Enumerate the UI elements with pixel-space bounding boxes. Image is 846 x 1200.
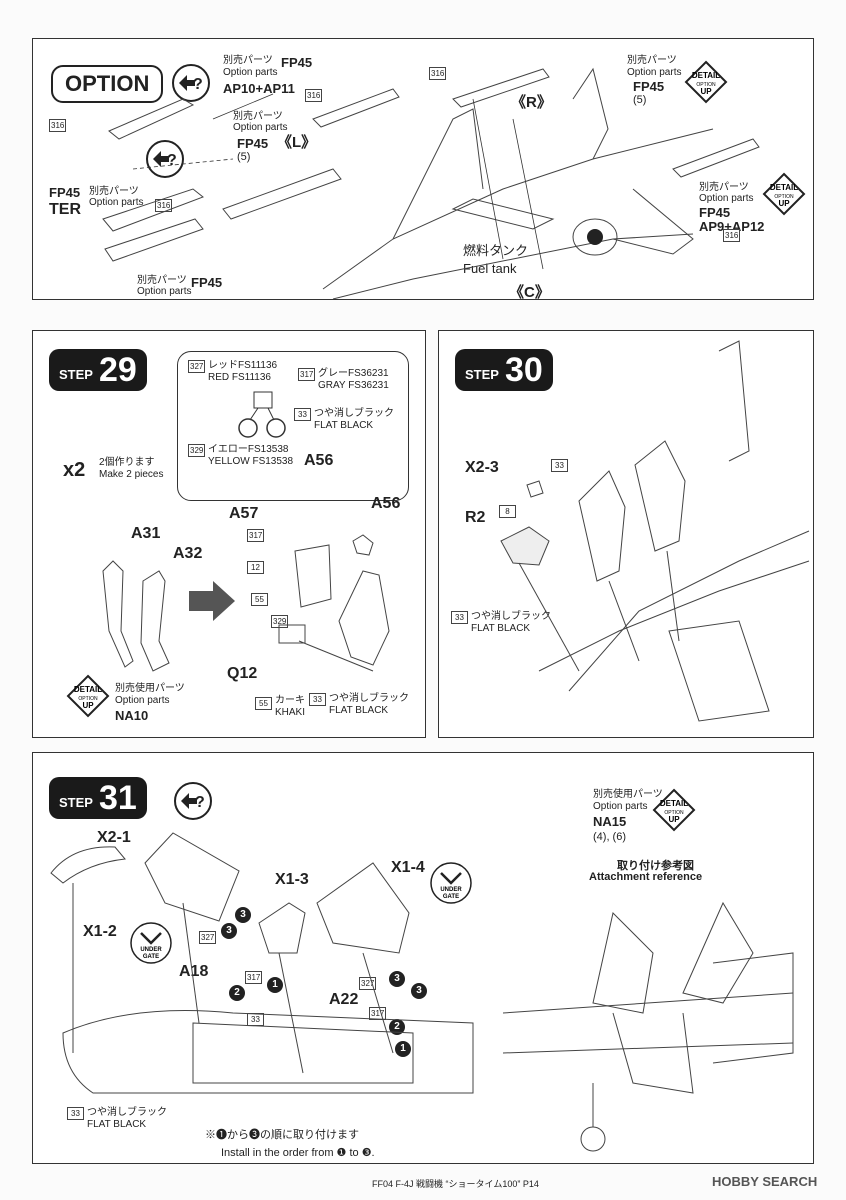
step29-label: STEP 29 (49, 349, 147, 391)
detail-option-up-badge: DETAIL OPTION UP (66, 674, 110, 718)
right-arrow-icon (189, 581, 235, 621)
color-callout: 327 レッドFS11136 RED FS11136 317 グレーFS3623… (177, 351, 409, 501)
part-a57: A57 (229, 505, 259, 522)
under-gate-icon: UNDER GATE (130, 922, 172, 964)
ter-sub: TER (49, 201, 81, 218)
step30-label: STEP 30 (455, 349, 553, 391)
part-a56: A56 (371, 495, 401, 512)
ref-top-jp: 別売パーツ (223, 55, 273, 66)
ref-top-code: FP45 (281, 55, 313, 70)
footer-watermark: HOBBY SEARCH (712, 1174, 818, 1189)
ref-left-code: FP45 (237, 136, 269, 151)
code-316: 316 (723, 229, 741, 242)
ref-top-parts: AP10+AP11 (223, 81, 295, 96)
svg-text:UP: UP (668, 815, 680, 824)
ter-jp: 別売パーツ (89, 186, 139, 197)
step31-label: STEP 31 (49, 777, 147, 819)
svg-text:UNDER: UNDER (140, 947, 162, 953)
canopy-assembly-drawing (50, 832, 474, 1094)
svg-text:UNDER: UNDER (440, 887, 462, 893)
part-a32: A32 (173, 545, 203, 562)
svg-text:OPTION: OPTION (78, 696, 98, 702)
svg-text:OPTION: OPTION (696, 82, 716, 88)
step30-panel: STEP 30 X2-3 R2 33 8 33 つや消しブラック FLAT BL… (438, 330, 814, 738)
svg-text:UP: UP (778, 199, 790, 208)
svg-text:OPTION: OPTION (664, 810, 684, 816)
detail-option-up-badge: DETAIL OPTION UP (762, 172, 806, 216)
svg-text:GATE: GATE (443, 894, 459, 900)
ref-rt-jp: 別売パーツ (627, 55, 677, 66)
footer-text: FF04 F-4J 戦闘機 “ショータイム100” P14 (372, 1179, 539, 1189)
ref-right-side: 《R》 (511, 94, 552, 111)
ref-right-jp: 別売パーツ (699, 182, 749, 193)
part-q12: Q12 (227, 665, 258, 682)
ref-left-qty: (5) (237, 151, 251, 163)
ref-bot-en: Option parts (137, 286, 192, 297)
svg-text:?: ? (167, 152, 177, 169)
code-316: 316 (305, 89, 323, 102)
under-gate-icon: UNDER GATE (430, 862, 472, 904)
ref-rt-en: Option parts (627, 67, 682, 78)
ref-right-code: FP45 (699, 205, 731, 220)
code-316: 316 (49, 119, 67, 132)
svg-text:OPTION: OPTION (774, 194, 794, 200)
ref-top-en: Option parts (223, 67, 278, 78)
detail-option-up-badge: DETAIL OPTION UP (652, 788, 696, 832)
part-a31: A31 (131, 525, 161, 542)
f4-aircraft-drawing (102, 67, 760, 299)
question-arrows-icon: ? (172, 64, 210, 102)
option-badge: OPTION (51, 65, 164, 103)
step31-panel: STEP 31 ? X2-1 X1-2 X1-3 X1-4 A18 A22 32… (32, 752, 814, 1164)
detail-option-up-badge: DETAIL OPTION UP (684, 60, 728, 104)
svg-text:?: ? (193, 76, 203, 93)
question-arrows-icon: ? (174, 782, 212, 820)
ref-left-en: Option parts (233, 122, 288, 133)
svg-text:DETAIL: DETAIL (692, 71, 720, 80)
make-en: Make 2 pieces (99, 469, 164, 480)
svg-text:DETAIL: DETAIL (74, 685, 102, 694)
fuel-tank-jp: 燃料タンク (463, 243, 529, 258)
ref-bot-jp: 別売パーツ (137, 275, 187, 286)
ter-en: Option parts (89, 197, 144, 208)
fuel-tank-en: Fuel tank (463, 261, 517, 276)
ref-right-en: Option parts (699, 193, 754, 204)
x2-mark: x2 (63, 459, 86, 481)
ref-left-side: 《L》 (277, 134, 317, 151)
make-jp: 2個作ります (99, 457, 155, 468)
cockpit-drawing (500, 340, 810, 722)
code-92: 92 (103, 299, 120, 300)
seat-parts-drawing (102, 534, 390, 672)
svg-text:DETAIL: DETAIL (660, 799, 688, 808)
svg-text:GATE: GATE (143, 954, 159, 960)
code-316: 316 (429, 67, 447, 80)
attachment-reference-drawing (502, 901, 794, 1152)
svg-text:UP: UP (700, 87, 712, 96)
ref-left-jp: 別売パーツ (233, 111, 283, 122)
question-arrows-icon: ? (146, 140, 184, 178)
svg-text:?: ? (195, 794, 205, 811)
svg-text:UP: UP (82, 701, 94, 710)
step29-panel: STEP 29 327 レッドFS11136 RED FS11136 317 グ… (32, 330, 426, 738)
harness-drawing (238, 391, 286, 438)
option-panel: OPTION ? ? 別売パーツ Option parts FP45 AP10+… (32, 38, 814, 300)
ref-rt-qty: (5) (633, 94, 647, 106)
ref-rt-code: FP45 (633, 79, 665, 94)
ter-code: FP45 (49, 185, 81, 200)
fuel-tank-side: 《C》 (509, 284, 550, 300)
svg-text:DETAIL: DETAIL (770, 183, 798, 192)
ref-right-parts: AP9+AP12 (699, 219, 765, 234)
ref-bot-code: FP45 (191, 275, 223, 290)
